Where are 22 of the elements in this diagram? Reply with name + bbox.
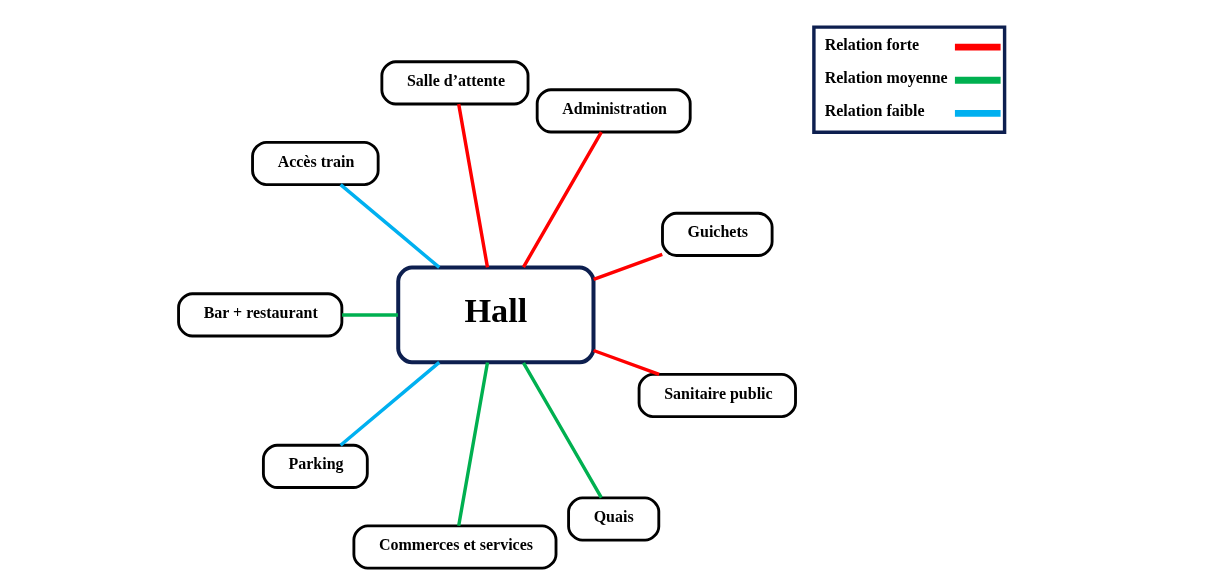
node-box: Commerces et services bbox=[351, 524, 557, 570]
connector bbox=[592, 252, 663, 281]
node-box: Accès train bbox=[250, 140, 380, 186]
connector bbox=[341, 313, 398, 317]
node-box: Hall bbox=[395, 265, 595, 365]
connector bbox=[456, 103, 489, 268]
connector bbox=[521, 131, 603, 268]
connector bbox=[339, 183, 440, 269]
node-box: Parking bbox=[261, 443, 369, 489]
node-box: Quais bbox=[566, 496, 660, 542]
node-box: Guichets bbox=[660, 211, 774, 257]
legend-label: Relation moyenne bbox=[824, 69, 948, 87]
connector bbox=[521, 361, 603, 499]
node-box: Sanitaire public bbox=[637, 372, 797, 419]
node-box: Administration bbox=[535, 88, 692, 134]
legend-label: Relation faible bbox=[824, 102, 925, 120]
connector bbox=[339, 361, 440, 447]
connector bbox=[592, 348, 660, 376]
node-box: Bar + restaurant bbox=[176, 292, 343, 338]
connector bbox=[456, 362, 489, 526]
node-box: Salle d’attente bbox=[379, 60, 529, 106]
legend-label: Relation forte bbox=[824, 36, 919, 54]
